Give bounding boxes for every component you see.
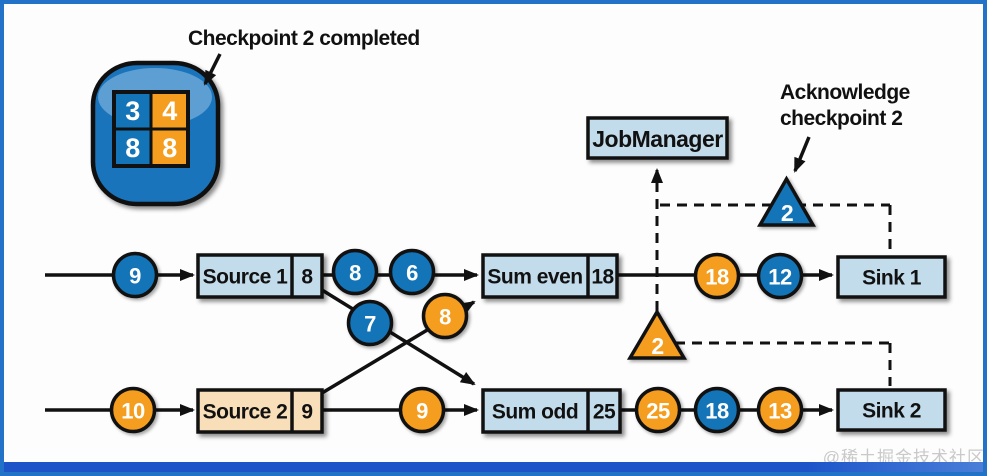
- ack-triangle-top: 2: [756, 175, 817, 227]
- acknowledge-label-line2: checkpoint 2: [780, 107, 902, 130]
- sink1-box: [836, 255, 947, 299]
- record-circle: [634, 386, 682, 434]
- checkpoint-state-grid: 3 4 8 8: [112, 90, 190, 168]
- acknowledge-label-line1: Acknowledge: [780, 81, 910, 104]
- record-circle: [398, 386, 446, 434]
- sink2: Sink 2: [836, 388, 947, 432]
- record-circle: [109, 386, 157, 434]
- record-value: 18: [705, 265, 729, 290]
- jobmanager-box: [586, 116, 729, 160]
- jobmanager-label: JobManager: [592, 126, 723, 152]
- source1: Source 1 8: [196, 253, 324, 299]
- grid-cell: [149, 127, 190, 168]
- jobmanager: JobManager: [586, 116, 729, 160]
- sink2-box: [836, 388, 947, 432]
- record-value: 9: [416, 399, 428, 424]
- record-value: 25: [646, 399, 670, 424]
- cross-line-source1-to-sumodd: [321, 288, 476, 386]
- record-circle: [693, 252, 741, 300]
- record-value: 10: [121, 399, 145, 424]
- source2-label: Source 2: [203, 401, 288, 424]
- record-circle: [388, 248, 436, 296]
- ack-triangle-bottom: 2: [626, 308, 688, 360]
- ack-dashed-lines: [651, 168, 892, 386]
- record-circles: 9 8 6 18 12 7 8 10 9 25 18 13: [109, 248, 804, 434]
- record-circle: [421, 292, 469, 340]
- sum-odd-box: [481, 388, 622, 434]
- record-value: 6: [406, 261, 418, 286]
- source1-state: 8: [301, 266, 313, 289]
- checkpoint-completed-arrow: [203, 53, 222, 86]
- record-circle: [346, 299, 394, 347]
- source2-box: [196, 388, 324, 434]
- grid-value: 8: [162, 133, 177, 163]
- record-circle: [693, 386, 741, 434]
- sum-odd-state: 25: [593, 401, 616, 424]
- record-value: 9: [129, 264, 141, 289]
- flink-checkpoint-diagram: 3 4 8 8 Checkpoint 2 completed Acknowled…: [45, 27, 983, 467]
- checkpoint-completed-label: Checkpoint 2 completed: [188, 27, 420, 50]
- record-circle: [756, 252, 804, 300]
- sink2-label: Sink 2: [862, 400, 921, 423]
- sink1: Sink 1: [836, 255, 947, 299]
- barrier-triangle-orange: [626, 308, 688, 360]
- source2: Source 2 9: [196, 388, 324, 434]
- record-circle: [331, 248, 379, 296]
- grid-value: 8: [125, 133, 140, 163]
- record-value: 8: [349, 261, 361, 286]
- sum-even-label: Sum even: [487, 266, 582, 289]
- grid-value: 4: [162, 96, 177, 126]
- sink1-label: Sink 1: [862, 267, 922, 290]
- sum-even-box: [481, 253, 619, 299]
- record-value: 8: [439, 305, 451, 330]
- grid-outline: [112, 90, 190, 168]
- sum-even: Sum even 18: [481, 253, 619, 299]
- grid-value: 3: [125, 96, 140, 126]
- sum-odd: Sum odd 25: [481, 388, 622, 434]
- barrier-value: 2: [651, 333, 663, 359]
- sum-odd-label: Sum odd: [492, 401, 578, 424]
- checkpoint-store: 3 4 8 8: [90, 60, 221, 207]
- sum-even-state: 18: [591, 266, 614, 289]
- source2-state: 9: [301, 401, 312, 424]
- barrier-triangle-blue: [756, 175, 817, 227]
- barrier-value: 2: [781, 200, 793, 226]
- record-value: 18: [705, 399, 729, 424]
- record-value: 7: [364, 312, 376, 337]
- record-value: 12: [768, 265, 792, 290]
- record-circle: [111, 251, 159, 299]
- record-value: 13: [768, 399, 792, 424]
- bottom-bar: [4, 462, 983, 472]
- record-circle: [756, 386, 804, 434]
- source1-label: Source 1: [203, 266, 289, 289]
- acknowledge-arrow: [793, 136, 811, 173]
- source1-box: [196, 253, 324, 299]
